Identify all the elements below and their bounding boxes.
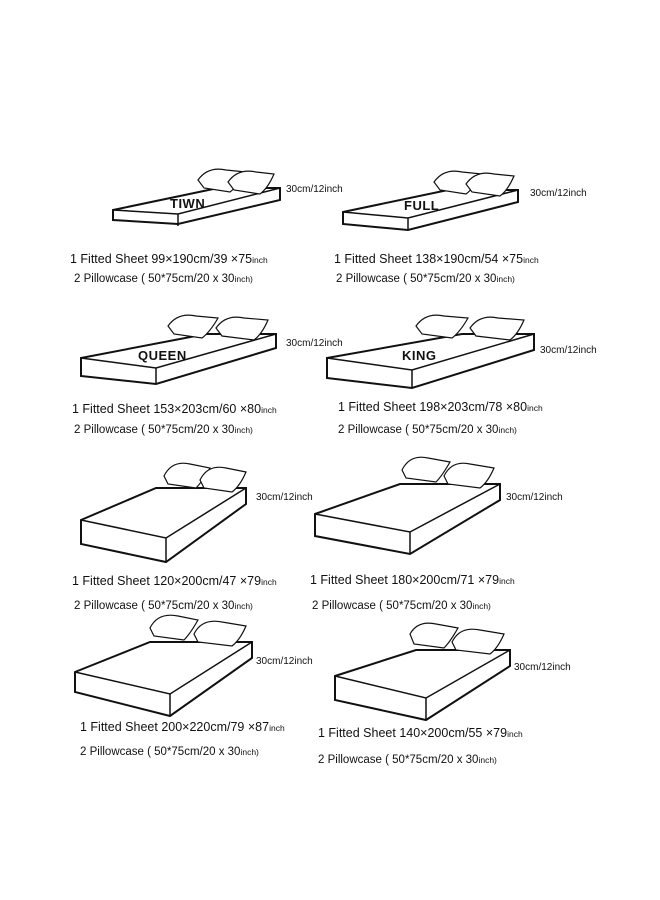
- bed-140x200-height: 30cm/12inch: [514, 662, 571, 673]
- bed-120x200-pillow: 2 Pillowcase ( 50*75cm/20 x 30inch): [74, 600, 253, 612]
- bed-200x220-height: 30cm/12inch: [256, 656, 313, 667]
- bed-180x200-illustration: [314, 456, 501, 556]
- bed-full-label: FULL: [404, 198, 440, 213]
- bed-140x200-pillow: 2 Pillowcase ( 50*75cm/20 x 30inch): [318, 754, 497, 766]
- bed-twin-sheet: 1 Fitted Sheet 99×190cm/39 ×75inch: [70, 252, 268, 266]
- bed-queen-label: QUEEN: [138, 348, 187, 363]
- bed-full-sheet: 1 Fitted Sheet 138×190cm/54 ×75inch: [334, 252, 539, 266]
- bed-twin-illustration: [112, 168, 281, 226]
- bed-200x220-illustration: [74, 614, 253, 718]
- bed-full-illustration: [342, 170, 519, 232]
- bed-queen-illustration: [80, 314, 277, 386]
- bed-200x220-pillow: 2 Pillowcase ( 50*75cm/20 x 30inch): [80, 746, 259, 758]
- bed-140x200-sheet: 1 Fitted Sheet 140×200cm/55 ×79inch: [318, 726, 523, 740]
- bed-king-label: KING: [402, 348, 437, 363]
- bed-180x200-pillow: 2 Pillowcase ( 50*75cm/20 x 30inch): [312, 600, 491, 612]
- bed-twin-height: 30cm/12inch: [286, 184, 343, 195]
- bed-twin-label: TIWN: [170, 196, 206, 211]
- bed-180x200-height: 30cm/12inch: [506, 492, 563, 503]
- bed-full-height: 30cm/12inch: [530, 188, 587, 199]
- bed-twin-pillow: 2 Pillowcase ( 50*75cm/20 x 30inch): [74, 273, 253, 285]
- bed-120x200-sheet: 1 Fitted Sheet 120×200cm/47 ×79inch: [72, 574, 277, 588]
- bed-queen-height: 30cm/12inch: [286, 338, 343, 349]
- bed-120x200-height: 30cm/12inch: [256, 492, 313, 503]
- bed-full-pillow: 2 Pillowcase ( 50*75cm/20 x 30inch): [336, 273, 515, 285]
- bed-queen-pillow: 2 Pillowcase ( 50*75cm/20 x 30inch): [74, 424, 253, 436]
- bed-200x220-sheet: 1 Fitted Sheet 200×220cm/79 ×87inch: [80, 720, 285, 734]
- bed-king-pillow: 2 Pillowcase ( 50*75cm/20 x 30inch): [338, 424, 517, 436]
- bed-120x200-illustration: [80, 462, 247, 564]
- bed-king-height: 30cm/12inch: [540, 345, 597, 356]
- bed-king-illustration: [326, 314, 535, 390]
- bed-180x200-sheet: 1 Fitted Sheet 180×200cm/71 ×79inch: [310, 573, 515, 587]
- bed-140x200-illustration: [334, 622, 511, 722]
- bed-queen-sheet: 1 Fitted Sheet 153×203cm/60 ×80inch: [72, 402, 277, 416]
- bed-king-sheet: 1 Fitted Sheet 198×203cm/78 ×80inch: [338, 400, 543, 414]
